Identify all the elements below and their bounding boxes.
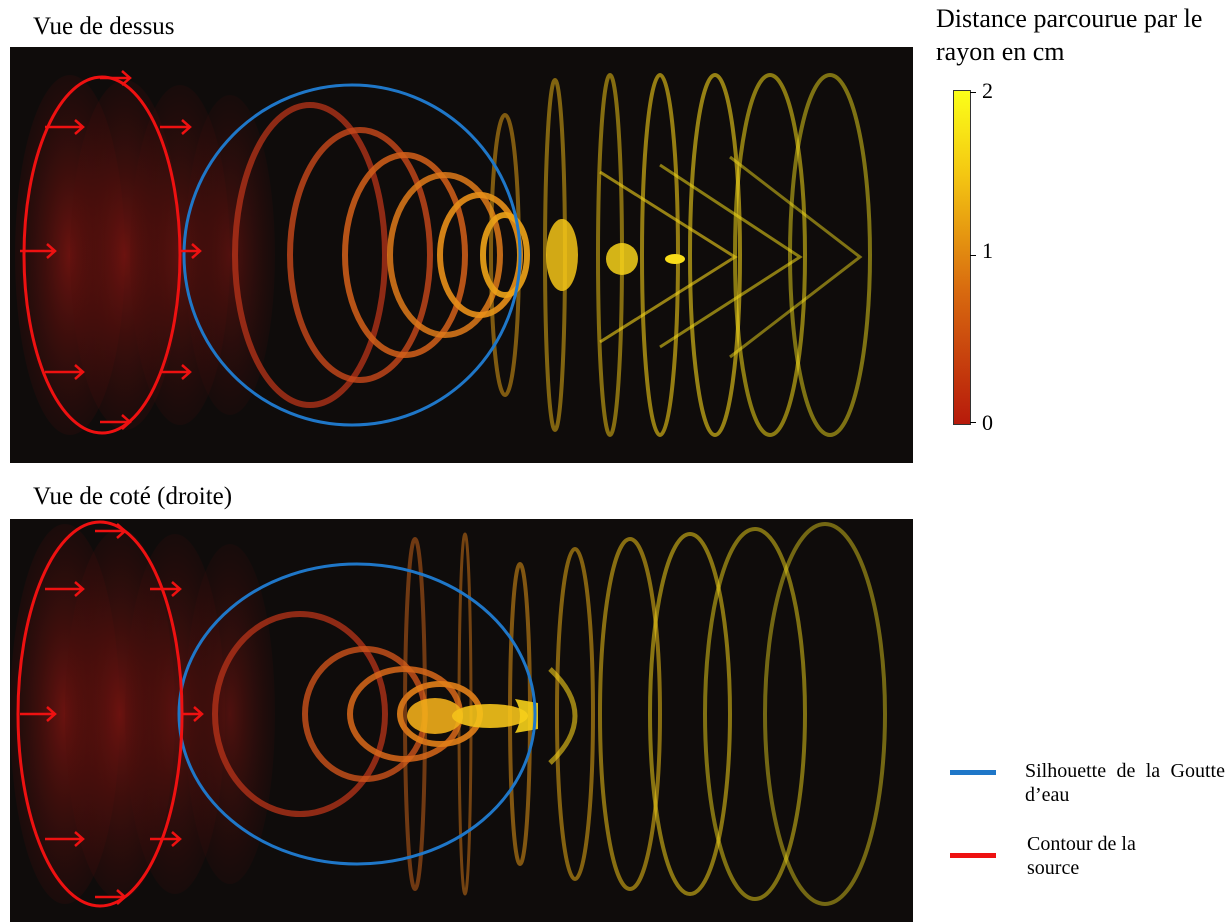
side-view-panel [10,519,913,922]
top-view-figure [15,70,872,437]
colorbar-tick-0 [970,422,976,423]
side-red-slices [10,524,275,904]
colorbar-tick-label-min: 0 [982,410,993,435]
side-source-arrows [20,523,204,905]
side-view-title: Vue de coté (droite) [33,483,233,510]
top-caustics [546,155,863,359]
legend-drop-label: Silhouette de la Goutte d’eau [1025,760,1225,806]
side-drop-silhouette [177,562,537,866]
side-caustics [407,667,578,765]
colorbar [953,90,971,425]
legend-source-swatch [950,853,996,858]
top-view-panel [10,47,913,463]
top-source-arrows [20,70,202,430]
legend-source-label: Contour de la source [1027,833,1136,879]
top-drop-silhouette [182,83,522,427]
colorbar-tick-1 [970,255,976,256]
colorbar-tick-2 [970,92,976,93]
top-view-title: Vue de dessus [33,13,175,40]
colorbar-title: Distance parcourue par le rayon en cm [936,4,1203,66]
side-view-figure [10,520,887,908]
legend-drop-swatch [950,770,996,775]
colorbar-tick-label-mid: 1 [982,238,993,263]
side-wavefront-rings [212,522,887,906]
colorbar-tick-label-max: 2 [982,78,993,103]
